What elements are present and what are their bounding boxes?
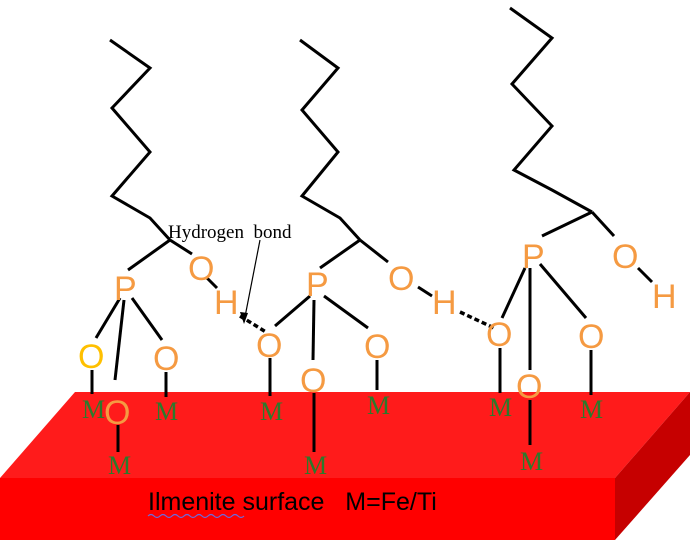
oxygen-atom-1b: O <box>104 394 130 432</box>
spellcheck-squiggle <box>147 513 245 519</box>
bond-p-o-down-2 <box>311 299 316 361</box>
annotation-arrow-line <box>243 239 261 323</box>
surface-label: Ilmenite surface M=Fe/Ti <box>148 488 437 516</box>
bond-o-h-2 <box>417 285 433 298</box>
metal-atom-1c: M <box>155 397 178 426</box>
hydrogen-bond-2 <box>459 310 495 330</box>
surface-side-face <box>615 392 690 540</box>
hydrogen-atom-1: H <box>214 284 239 322</box>
phosphorus-atom-2: P <box>306 266 329 304</box>
annotation-arrow-head <box>240 312 248 324</box>
alkyl-chain-2 <box>299 38 362 242</box>
metal-atom-3c: M <box>580 395 603 424</box>
alkyl-chain-3 <box>509 6 593 214</box>
surface-front-face <box>0 478 615 540</box>
phosphorus-atoms: P P P <box>114 238 545 308</box>
metal-atom-1a: M <box>82 395 105 424</box>
oxygen-atoms: O O O O O O O O O O O O <box>78 238 638 432</box>
oxygen-atom-2a: O <box>256 327 282 365</box>
bond-c-p-2 <box>319 238 361 270</box>
bond-p-o-right-3 <box>538 263 588 319</box>
phosphorus-atom-3: P <box>522 238 545 276</box>
metal-atoms: M M M M M M M M M <box>82 391 603 480</box>
bond-p-o-down-1 <box>113 299 126 381</box>
bond-o-h-3 <box>636 266 654 284</box>
surface-top-face <box>0 392 690 478</box>
metal-atom-2a: M <box>260 397 283 426</box>
oxygen-atom-hydroxyl-3: O <box>612 238 638 276</box>
hydrogen-atom-3: H <box>652 278 677 316</box>
oxygen-atom-3c: O <box>578 318 604 356</box>
bond-p-o-right-2 <box>323 294 369 330</box>
bond-c-p-1 <box>127 238 171 272</box>
bond-p-o-left-2 <box>274 294 311 328</box>
ilmenite-surface: Ilmenite surface M=Fe/Ti <box>0 392 690 540</box>
bond-p-o-right-1 <box>130 297 164 341</box>
phosphorus-atom-1: P <box>114 270 137 308</box>
hydrogen-atom-2: H <box>432 284 457 322</box>
hydrogen-bond-annotation: Hydrogen bond <box>168 222 292 324</box>
hydrogen-bond-1 <box>239 314 267 334</box>
bond-p-o-left-3 <box>500 267 527 319</box>
hydrogen-atoms: H H H <box>214 278 677 322</box>
bonds <box>90 6 654 452</box>
bond-c-p-3 <box>541 210 593 238</box>
bond-c-oh-3 <box>590 210 616 238</box>
bond-c-oh-2 <box>359 238 389 264</box>
metal-atom-2b: M <box>304 451 327 480</box>
hydrogen-bond-label: Hydrogen bond <box>168 222 292 243</box>
metal-atom-3b: M <box>520 447 543 476</box>
oxygen-atom-2c: O <box>364 328 390 366</box>
oxygen-atom-1c: O <box>153 340 179 378</box>
bond-c-oh-1 <box>169 238 193 256</box>
oxygen-atom-2b: O <box>300 362 326 400</box>
metal-atom-2c: M <box>367 391 390 420</box>
bond-p-o-left-1 <box>94 297 122 339</box>
bond-o-h-1 <box>205 276 219 290</box>
alkyl-chain-1 <box>109 38 172 242</box>
oxygen-atom-1a: O <box>78 338 104 376</box>
oxygen-atom-3a: O <box>486 316 512 354</box>
oxygen-atom-hydroxyl-1: O <box>188 250 214 288</box>
metal-atom-1b: M <box>108 451 131 480</box>
oxygen-atom-3b: O <box>516 368 542 406</box>
oxygen-atom-hydroxyl-2: O <box>388 260 414 298</box>
hydrogen-bonds <box>239 310 495 334</box>
metal-atom-3a: M <box>489 393 512 422</box>
